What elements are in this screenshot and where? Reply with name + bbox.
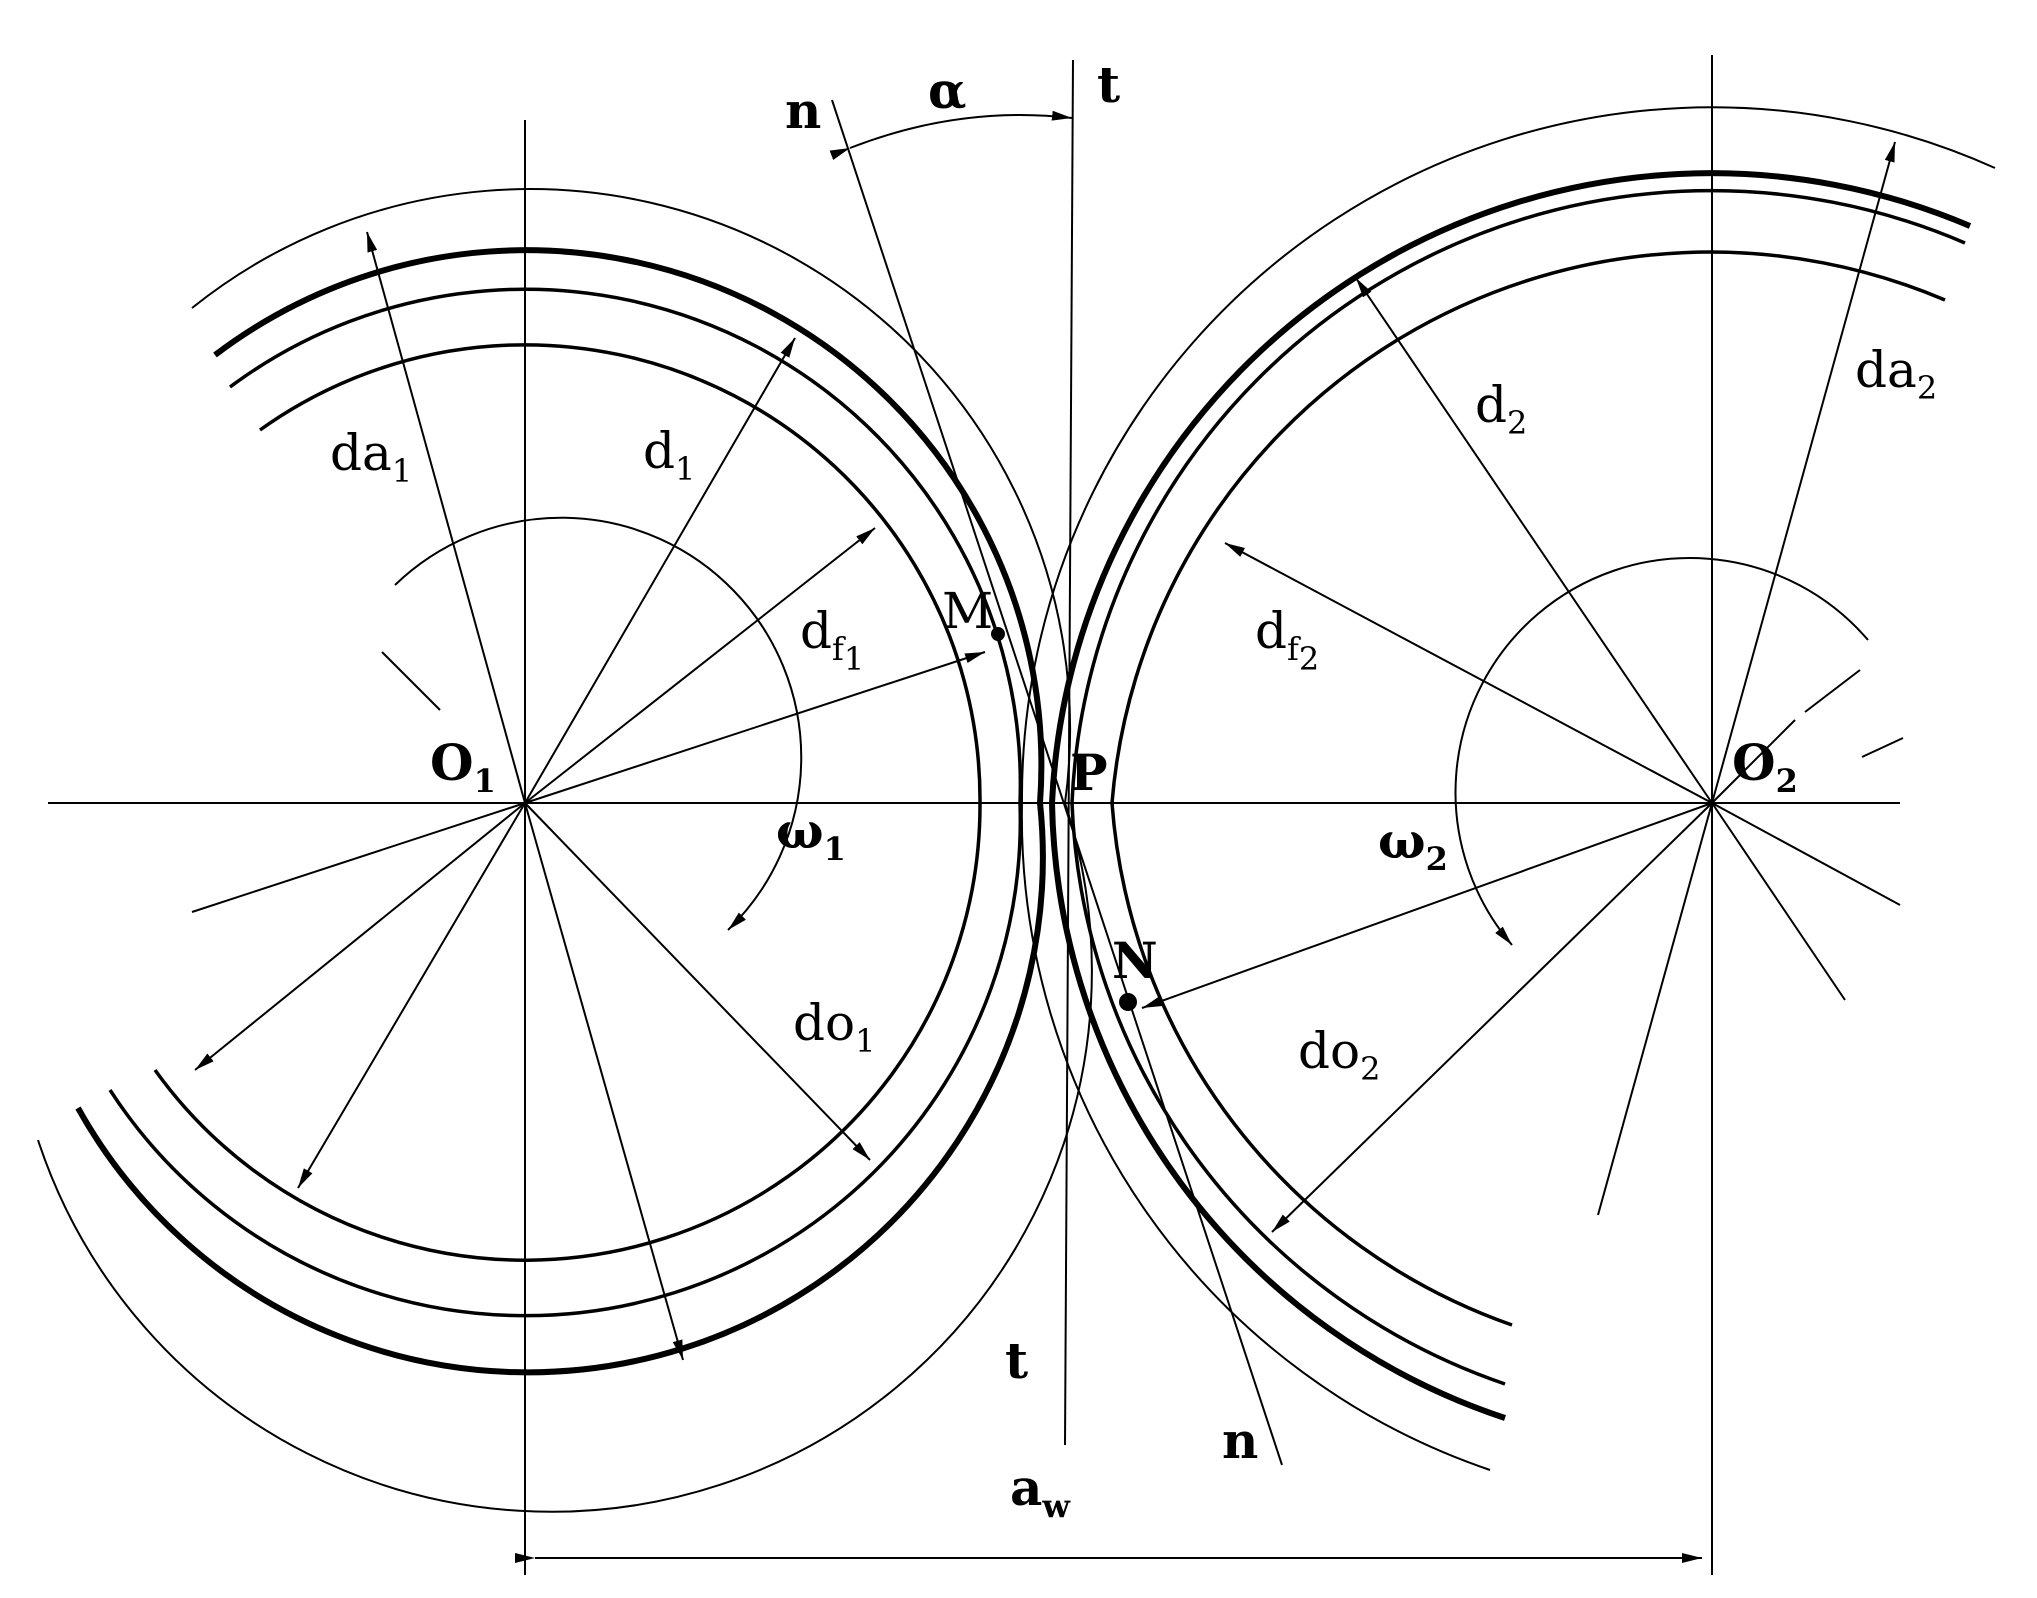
label-p: P bbox=[1070, 743, 1108, 802]
label-do1: do1 bbox=[793, 994, 875, 1060]
gear1-radial-bottom bbox=[524, 802, 684, 1361]
do1-dimension-line bbox=[524, 802, 871, 1161]
d1-dimension-line bbox=[524, 337, 796, 804]
gear1-radial-left bbox=[191, 802, 526, 913]
gear1-addendum-arc-top bbox=[191, 188, 1072, 804]
gear2-pitch-arc-top bbox=[1070, 188, 1966, 804]
o1-to-m-line bbox=[524, 651, 986, 804]
label-omega1: ω1 bbox=[776, 801, 846, 868]
point-n-dot bbox=[1119, 993, 1137, 1011]
label-da1: da1 bbox=[330, 424, 412, 490]
label-m: M bbox=[942, 582, 993, 640]
label-o1: O1 bbox=[430, 733, 496, 800]
gear1-dedendum-arc-bottom bbox=[153, 802, 982, 1262]
label-o2: O2 bbox=[1732, 733, 1798, 800]
d2-dimension-line bbox=[1355, 277, 1713, 804]
da2-dimension-line bbox=[1711, 141, 1896, 804]
label-omega2: ω2 bbox=[1378, 811, 1448, 878]
label-d1: d1 bbox=[643, 422, 695, 488]
do2-dimension-line bbox=[1271, 802, 1713, 1233]
gear2-addendum-arc-bottom bbox=[1020, 802, 1491, 1471]
label-n-point: N bbox=[1112, 931, 1158, 990]
label-alpha: α bbox=[928, 61, 966, 120]
label-t-top: t bbox=[1097, 55, 1120, 114]
o2-to-n-line bbox=[1141, 802, 1713, 1009]
gear2-radial-upper-right bbox=[1711, 719, 1796, 804]
label-df2: df2 bbox=[1255, 602, 1319, 678]
gear1-radial-lower-left bbox=[194, 802, 526, 1071]
omega2-rotation-arrow bbox=[1454, 557, 1869, 946]
label-n-top: n bbox=[785, 81, 821, 140]
df2-dimension-line bbox=[1224, 542, 1713, 804]
label-do2: do2 bbox=[1298, 1022, 1380, 1088]
gear2-dedendum-arc-bottom bbox=[1110, 802, 1513, 1327]
gear2-radial-right bbox=[1711, 802, 1901, 906]
gear2-base-arc-top bbox=[1049, 170, 1972, 804]
label-n-bottom: n bbox=[1222, 1411, 1258, 1470]
omega1-rotation-arrow bbox=[394, 516, 803, 931]
gear2-base-arc-bottom bbox=[1049, 802, 1506, 1421]
gear1-radial-lower bbox=[297, 802, 526, 1189]
gear2-tick-mark-1 bbox=[1804, 669, 1861, 713]
gear2-pitch-arc-bottom bbox=[1070, 802, 1506, 1386]
gear2-addendum-arc-top bbox=[1020, 106, 1996, 804]
da1-dimension-line bbox=[366, 231, 526, 804]
gear1-addendum-arc-bottom bbox=[37, 802, 1093, 1513]
label-d2: d2 bbox=[1475, 376, 1527, 442]
gear2-radial-lower bbox=[1597, 802, 1713, 1216]
label-df1: df1 bbox=[800, 602, 864, 678]
gear1-dedendum-arc-top bbox=[258, 343, 982, 804]
gear1-base-arc-bottom bbox=[75, 802, 1046, 1376]
gear2-tick-mark-2 bbox=[1861, 737, 1904, 758]
df1-dimension-line bbox=[524, 527, 876, 804]
gear1-pitch-arc-bottom bbox=[108, 802, 1023, 1318]
pressure-angle-arc bbox=[829, 110, 1073, 160]
gear2-radial-lower-right bbox=[1711, 802, 1846, 1001]
gear1-tick-mark bbox=[381, 651, 441, 711]
line-of-action-n bbox=[831, 99, 1283, 1466]
label-da2: da2 bbox=[1855, 341, 1937, 407]
label-t-bottom: t bbox=[1005, 1331, 1028, 1390]
point-m-dot bbox=[991, 627, 1005, 641]
label-aw: aw bbox=[1010, 1458, 1071, 1525]
gear2-dedendum-arc-top bbox=[1110, 250, 1946, 804]
